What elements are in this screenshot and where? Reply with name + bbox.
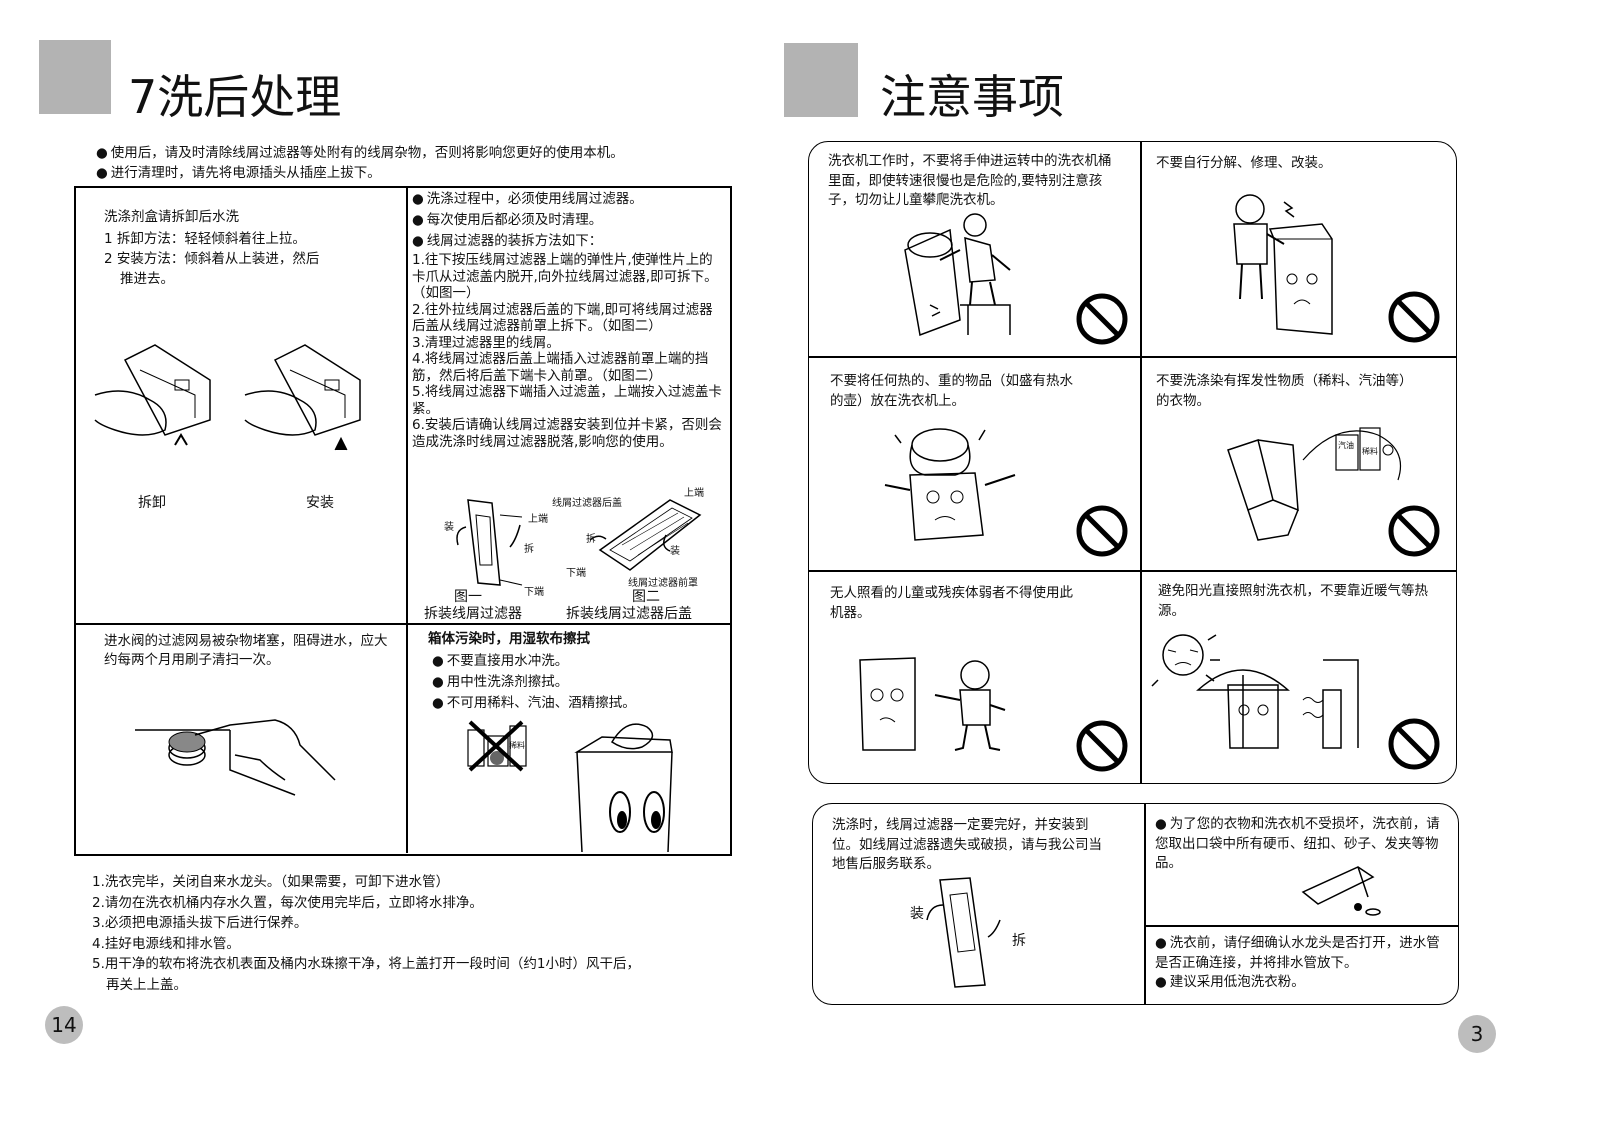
notes-remove-tag: 拆	[1012, 933, 1026, 949]
fig1-label: 图一	[454, 589, 482, 605]
filter-step-1: 1.往下按压线屑过滤器上端的弹性片,使弹性片上的卡爪从过滤盖内脱开,向外拉线屑过…	[412, 252, 718, 301]
maintenance-box	[74, 186, 732, 856]
detergent-drawer-remove-illustration	[94, 344, 211, 446]
notes-detergent: 建议采用低泡洗衣粉。	[1155, 973, 1305, 992]
fig2-label: 图二	[632, 589, 660, 605]
prohibition-icon	[1076, 505, 1128, 557]
washer-and-child-illustration	[859, 657, 1006, 751]
notes-divider-horizontal	[1145, 925, 1458, 927]
caution-divider-1	[809, 356, 1456, 358]
prohibition-icon	[1388, 291, 1440, 343]
man-repairing-washer-illustration	[1233, 194, 1333, 335]
fig1-top-tag: 上端	[528, 514, 548, 525]
after-wash-item-1: 1.洗衣完毕，关闭自来水龙头。（如果需要，可卸下进水管）	[92, 874, 450, 890]
after-wash-item-4: 4.挂好电源线和排水管。	[92, 935, 240, 952]
caption-install: 安装	[306, 495, 334, 511]
intro-line-2: 进行清理时，请先将电源插头从插座上拔下。	[96, 164, 381, 183]
after-wash-item-3: 3.必须把电源插头拔下后进行保养。	[92, 915, 308, 931]
page-title-right: 注意事项	[880, 70, 1064, 124]
lint-filter-illustration-1	[456, 499, 523, 586]
detergent-step-1: 1 拆卸方法：轻轻倾斜着往上拉。	[104, 231, 306, 247]
notes-pockets: 为了您的衣物和洗衣机不受损坏，洗衣前，请您取出口袋中所有硬币、纽扣、砂子、发夹等…	[1155, 815, 1440, 874]
fig2-front-cover-tag: 线屑过滤器前罩	[628, 578, 698, 589]
fig1-caption: 拆装线屑过滤器	[424, 606, 522, 622]
caution-panel	[808, 141, 1457, 784]
after-wash-item-5-cont: 再关上上盖。	[106, 976, 187, 993]
prohibition-icon	[1076, 720, 1128, 772]
fig2-rear-cover-tag: 线屑过滤器后盖	[552, 498, 622, 509]
filter-step-5: 5.将线屑过滤器下端插入过滤盖，上端按入过滤盖卡紧。	[412, 384, 722, 417]
prohibition-icon	[1076, 293, 1128, 345]
fig2-install-tag: 装	[670, 546, 680, 557]
fig2-bottom-tag: 下端	[566, 568, 586, 579]
fig2-top-tag: 上端	[684, 488, 704, 499]
detergent-step-2-cont: 推进去。	[120, 271, 174, 287]
caution-divider-2	[809, 570, 1456, 572]
divider-horizontal	[76, 623, 730, 625]
child-climbing-washer-illustration	[904, 213, 1011, 337]
caution-text-1: 洗衣机工作时，不要将手伸进运转中的洗衣机桶里面，即使转速很慢也是危险的,要特别注…	[828, 153, 1112, 208]
fig2-caption: 拆装线屑过滤器后盖	[566, 606, 692, 622]
caution-text-3: 不要将任何热的、重的物品（如盛有热水的壶）放在洗衣机上。	[830, 373, 1073, 409]
cabinet-bullet-1: 不要直接用水冲洗。	[432, 652, 569, 671]
after-wash-list: 1.洗衣完毕，关闭自来水龙头。（如果需要，可卸下进水管） 2.请勿在洗衣机桶内存…	[92, 872, 742, 995]
filter-step-3: 3.清理过滤器里的线屑。	[412, 334, 560, 351]
notes-install-tag: 装	[910, 906, 924, 922]
fig1-install-tag: 装	[444, 522, 454, 533]
filter-step-2: 2.往外拉线屑过滤器后盖的下端,即可将线屑过滤器后盖从线屑过滤器前罩上拆下。（如…	[412, 301, 713, 335]
detergent-step-2: 2 安装方法：倾斜着从上装进，然后	[104, 251, 320, 267]
thinner-bottle-label: 稀料	[1362, 447, 1378, 456]
caution-text-5: 无人照看的儿童或残疾体弱者不得使用此机器。	[830, 585, 1073, 621]
after-wash-item-2: 2.请勿在洗衣机桶内存水久置，每次使用完毕后，立即将水排净。	[92, 894, 483, 911]
cabinet-heading: 箱体污染时，用湿软布擦拭	[428, 631, 590, 647]
notes-divider-vertical	[1144, 804, 1146, 1004]
notes-panel	[812, 803, 1459, 1005]
notes-faucet: 洗衣前，请仔细确认水龙头是否打开，进水管是否正确连接，并将排水管放下。	[1155, 934, 1445, 973]
notes-lint-filter-illustration	[926, 877, 1001, 988]
prohibition-icon	[1388, 505, 1440, 557]
clothes-and-solvent-illustration	[1227, 427, 1402, 541]
hot-kettle-on-washer-illustration	[884, 428, 1016, 541]
crossed-solvent-bottles-icon	[467, 720, 527, 772]
lint-filter-illustration-2	[589, 499, 702, 571]
divider-vertical	[406, 188, 408, 853]
gasoline-bottle-label: 汽油	[1338, 441, 1354, 450]
caution-divider-vertical	[1140, 142, 1142, 783]
cabinet-bullet-2: 用中性洗涤剂擦拭。	[432, 673, 569, 692]
fig1-remove-tag: 拆	[524, 544, 534, 555]
cabinet-bullet-3: 不可用稀料、汽油、酒精擦拭。	[432, 694, 636, 713]
detergent-heading: 洗涤剂盒请拆卸后水洗	[104, 209, 239, 225]
detergent-drawer-install-illustration	[244, 344, 361, 451]
intro-line-1: 使用后，请及时清除线屑过滤器等处附有的线屑杂物，否则将影响您更好的使用本机。	[96, 144, 624, 163]
page-number-left: 14	[45, 1006, 83, 1044]
filter-bullet-3: 线屑过滤器的装拆方法如下：	[412, 232, 603, 251]
title-marker	[39, 40, 111, 114]
solvent-bottle-label: 稀料	[509, 741, 525, 750]
filter-steps: 1.往下按压线屑过滤器上端的弹性片,使弹性片上的卡爪从过滤盖内脱开,向外拉线屑过…	[412, 252, 722, 450]
caution-text-2: 不要自行分解、修理、改装。	[1156, 155, 1332, 171]
pocket-coins-illustration	[1301, 866, 1381, 916]
title-marker-right	[784, 43, 858, 117]
filter-bullet-1: 洗涤过程中，必须使用线屑过滤器。	[412, 190, 643, 209]
after-wash-item-5: 5.用干净的软布将洗衣机表面及桶内水珠擦干净，将上盖打开一段时间（约1小时）风干…	[92, 956, 640, 972]
fig1-bottom-tag: 下端	[524, 587, 544, 598]
notes-filter-text: 洗涤时，线屑过滤器一定要完好，并安装到位。如线屑过滤器遗失或破损，请与我公司当地…	[832, 817, 1102, 872]
inlet-brush-illustration	[135, 719, 336, 796]
inlet-text: 进水阀的过滤网易被杂物堵塞，阻碍进水，应大约每两个月用刷子清扫一次。	[104, 633, 388, 668]
sun-umbrella-heater-illustration	[1151, 634, 1359, 749]
filter-step-6: 6.安装后请确认线屑过滤器安装到位并卡紧，否则会造成洗涤时线屑过滤器脱落,影响您…	[412, 417, 722, 450]
filter-bullet-2: 每次使用后都必须及时清理。	[412, 211, 603, 230]
page-title-left: 7洗后处理	[128, 70, 342, 124]
caution-text-6: 避免阳光直接照射洗衣机，不要靠近暖气等热源。	[1158, 583, 1428, 619]
fig2-remove-tag: 拆	[586, 534, 596, 545]
caution-text-4: 不要洗涤染有挥发性物质（稀料、汽油等）的衣物。	[1156, 373, 1413, 409]
caption-remove: 拆卸	[138, 495, 166, 511]
washer-wiping-illustration	[574, 723, 673, 853]
page-number-right: 3	[1458, 1015, 1496, 1053]
prohibition-icon	[1388, 718, 1440, 770]
filter-step-4: 4.将线屑过滤器后盖上端插入过滤器前罩上端的挡筋，然后将后盖下端卡入前罩。（如图…	[412, 351, 709, 384]
